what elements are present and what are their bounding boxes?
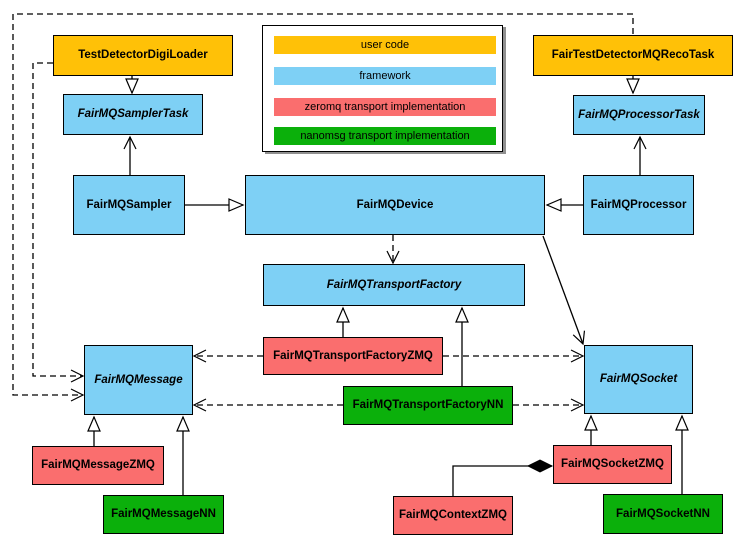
class-box-fairmqsocketnn: FairMQSocketNN — [603, 494, 723, 534]
legend-item-framework: framework — [274, 67, 496, 85]
class-label: FairMQSocketNN — [616, 507, 710, 520]
class-label: FairMQProcessorTask — [578, 108, 700, 121]
class-label: FairMQTransportFactoryNN — [352, 399, 504, 412]
class-box-fairmqsocket: FairMQSocket — [584, 345, 693, 414]
class-label: FairMQProcessor — [590, 198, 687, 211]
class-box-fairmqtransportfactory: FairMQTransportFactory — [263, 264, 525, 306]
legend-item-zeromq: zeromq transport implementation — [274, 98, 496, 116]
edge-composition-contextzmq-socketzmq — [452, 466, 552, 496]
class-label: FairMQSamplerTask — [77, 108, 189, 121]
legend-box: user code framework zeromq transport imp… — [262, 25, 503, 152]
class-label: FairMQSocketZMQ — [561, 458, 664, 471]
class-box-fairmqmessagenn: FairMQMessageNN — [103, 495, 224, 534]
class-box-fairmqdevice: FairMQDevice — [245, 175, 545, 235]
edge-dependency-digiloader-message — [32, 62, 85, 383]
class-box-fairmqtransportfactoryzmq: FairMQTransportFactoryZMQ — [263, 337, 443, 375]
class-label: FairMQTransportFactoryZMQ — [273, 349, 433, 362]
class-box-fairmqprocessortask: FairMQProcessorTask — [573, 95, 705, 135]
class-label: FairMQTransportFactory — [326, 278, 462, 291]
legend-label: nanomsg transport implementation — [300, 130, 470, 142]
class-label: TestDetectorDigiLoader — [78, 49, 208, 62]
legend-item-user-code: user code — [274, 36, 496, 54]
legend-label: zeromq transport implementation — [304, 101, 466, 113]
class-label: FairMQSocket — [599, 373, 678, 386]
class-box-testdetectordigiloader: TestDetectorDigiLoader — [53, 35, 233, 76]
class-box-fairmqtransportfactorynn: FairMQTransportFactoryNN — [343, 386, 513, 425]
legend-label: user code — [360, 39, 410, 51]
class-label: FairMQDevice — [356, 198, 434, 211]
legend-item-nanomsg: nanomsg transport implementation — [274, 127, 496, 145]
legend-label: framework — [359, 70, 411, 82]
class-box-fairmqmessage: FairMQMessage — [84, 345, 193, 415]
edge-dependency-recotask-message — [12, 13, 634, 402]
class-label: FairMQContextZMQ — [399, 509, 507, 522]
class-box-fairmqsocketzmq: FairMQSocketZMQ — [553, 445, 672, 484]
class-box-fairmqsamplertask: FairMQSamplerTask — [63, 94, 203, 135]
class-label: FairMQMessageZMQ — [41, 459, 155, 472]
class-box-fairmqmessagezmq: FairMQMessageZMQ — [32, 446, 164, 485]
class-box-fairmqcontextzmq: FairMQContextZMQ — [393, 496, 513, 535]
edge-association-device-socket — [542, 235, 586, 346]
class-label: FairTestDetectorMQRecoTask — [551, 49, 715, 62]
class-label: FairMQMessage — [94, 373, 183, 386]
class-box-fairmqsampler: FairMQSampler — [73, 175, 185, 235]
class-label: FairMQSampler — [86, 198, 172, 211]
class-box-fairmqprocessor: FairMQProcessor — [583, 175, 694, 235]
class-box-fairtestdetectormqrecotask: FairTestDetectorMQRecoTask — [533, 35, 733, 76]
class-label: FairMQMessageNN — [111, 508, 216, 521]
